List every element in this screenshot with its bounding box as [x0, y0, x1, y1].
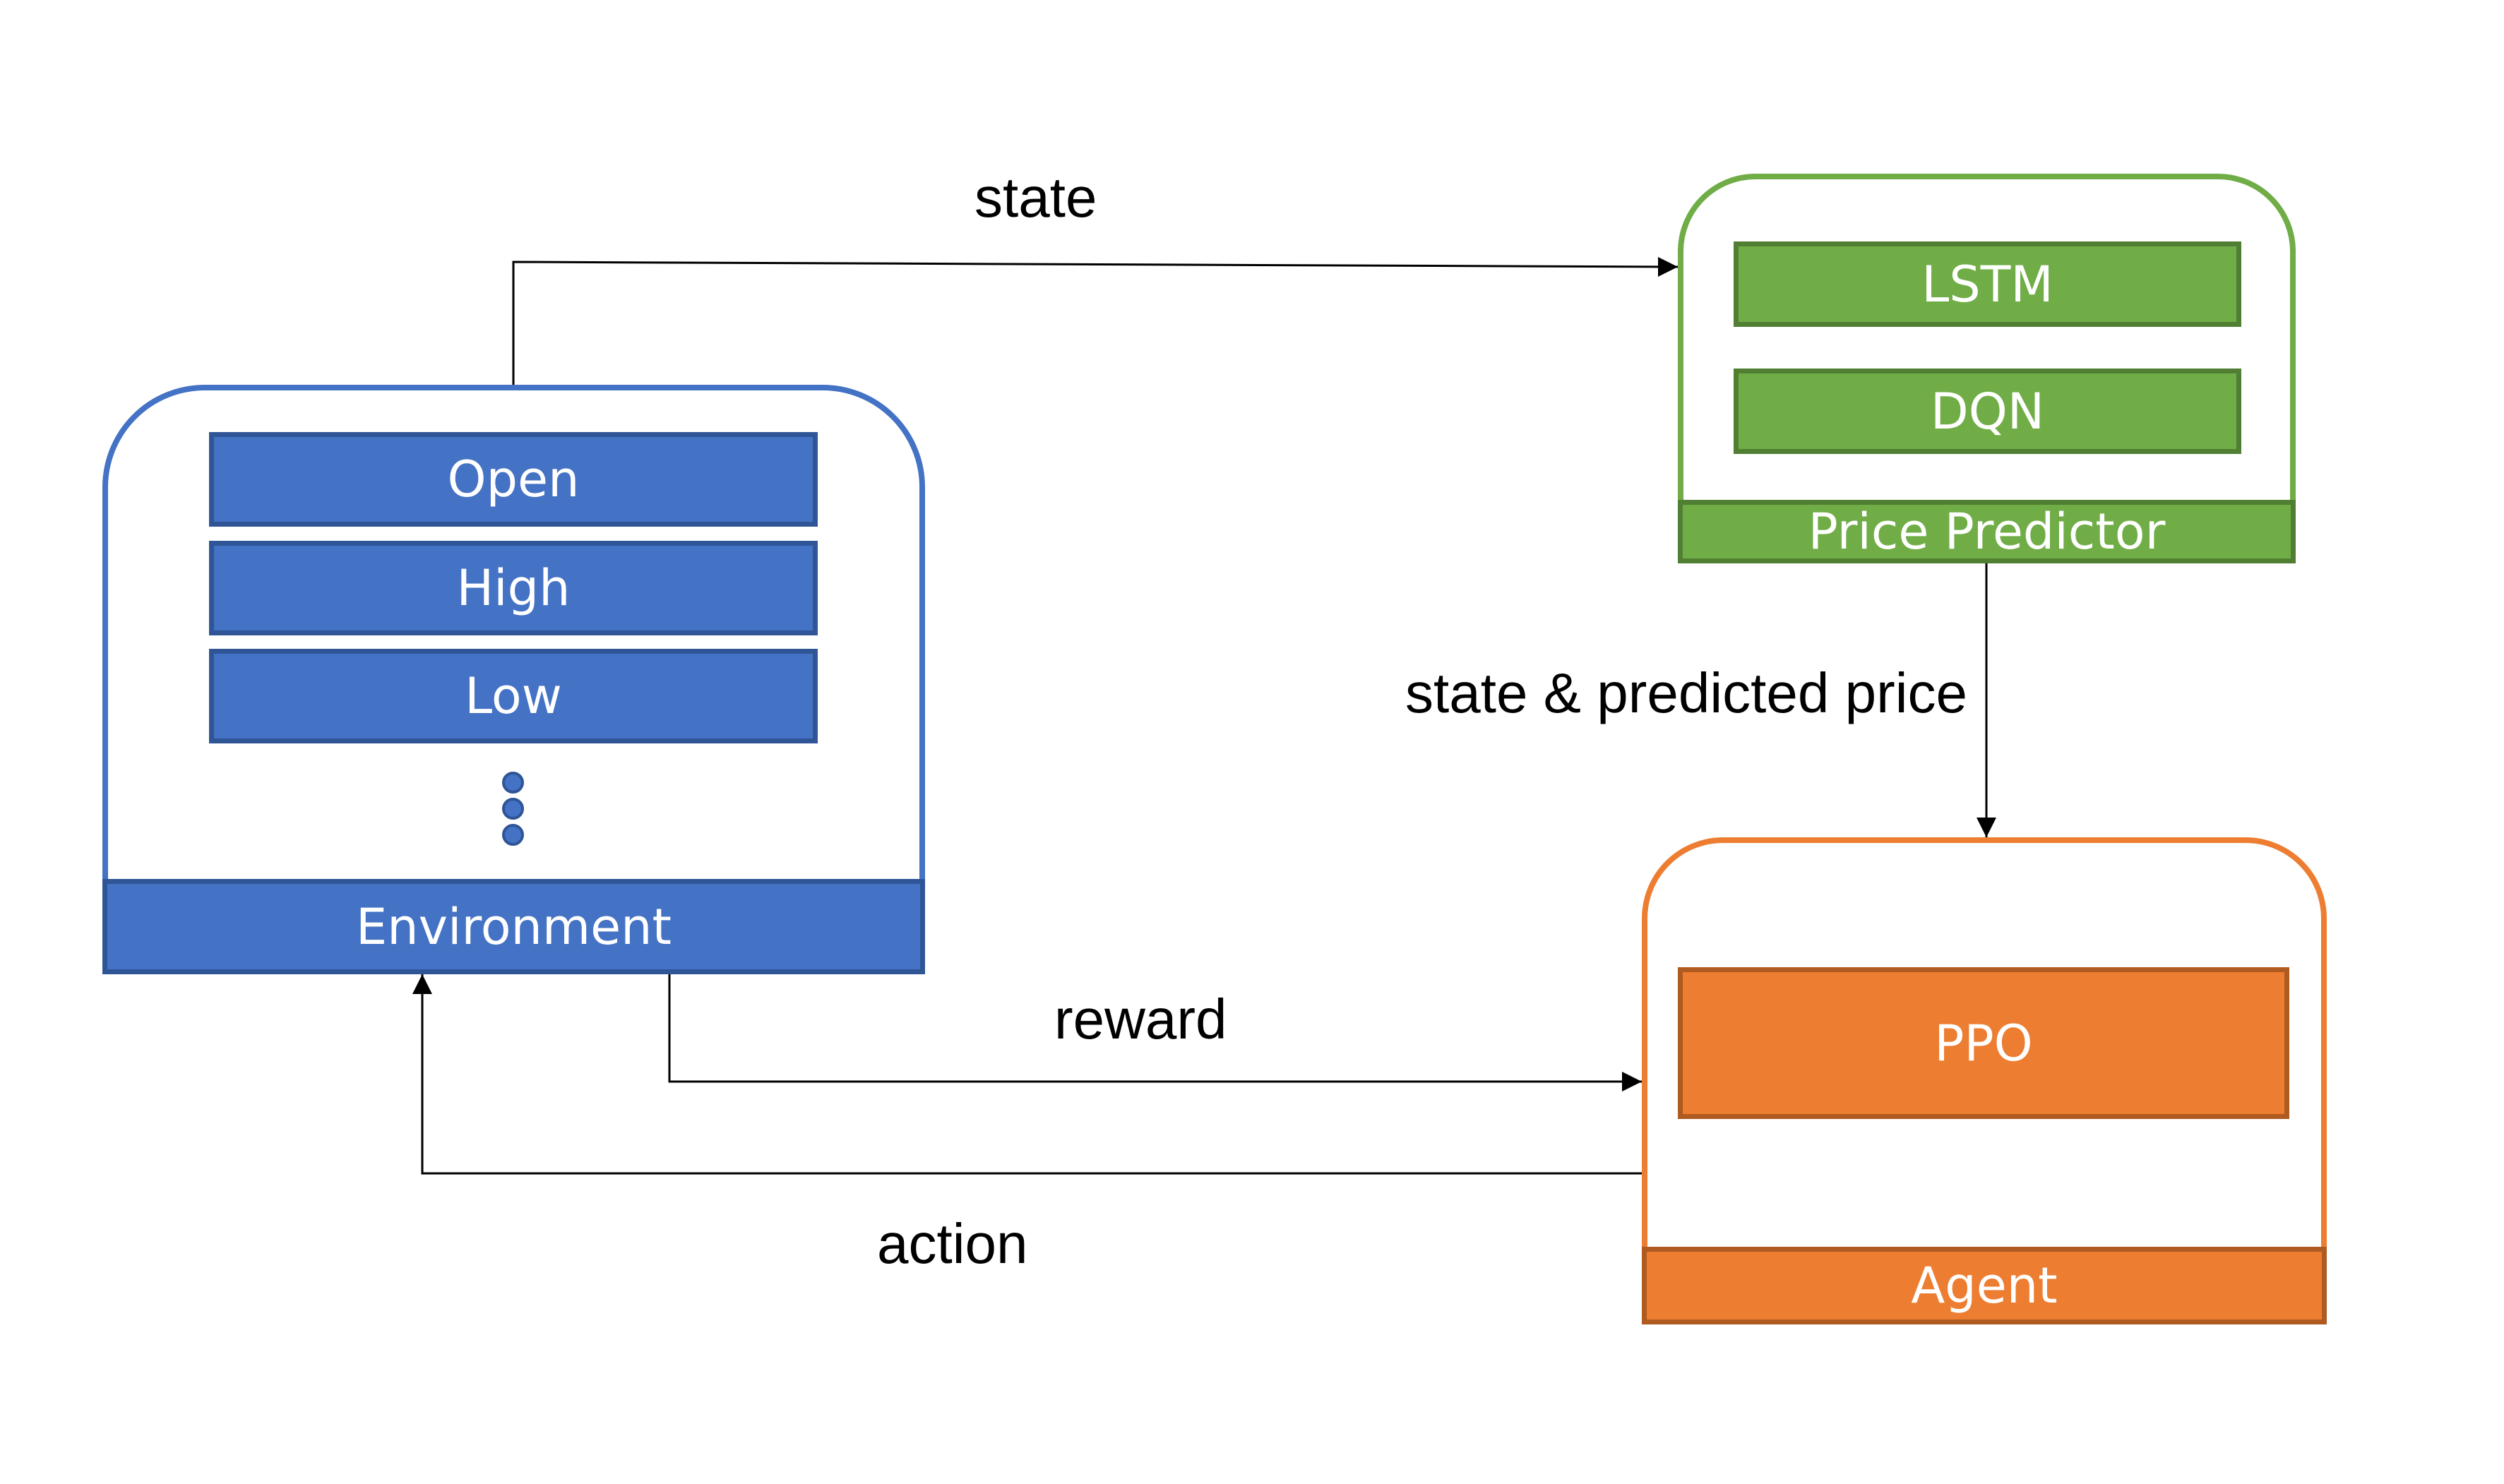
feature-open: Open	[209, 432, 818, 527]
state-arrow	[512, 257, 1679, 385]
ellipsis-dot	[502, 798, 524, 820]
ellipsis-dot	[502, 824, 524, 846]
feature-high: High	[209, 541, 818, 635]
state-predicted-price-arrow	[1977, 562, 1996, 837]
model-dqn: DQN	[1734, 369, 2241, 454]
environment-footer: Environment	[102, 879, 925, 974]
model-lstm: LSTM	[1734, 241, 2241, 327]
reward-label: reward	[1054, 988, 1227, 1051]
model-ppo: PPO	[1678, 967, 2289, 1119]
action-arrow	[412, 974, 1642, 1175]
price-predictor-footer: Price Predictor	[1678, 500, 2296, 563]
reward-arrow	[668, 974, 1642, 1091]
state-label: state	[974, 166, 1097, 229]
agent-footer: Agent	[1642, 1247, 2327, 1324]
price-predictor-panel	[1678, 174, 2296, 562]
action-label: action	[877, 1212, 1028, 1275]
feature-low: Low	[209, 649, 818, 743]
state-predicted-price-label: state & predicted price	[1405, 662, 1967, 724]
ellipsis-dot	[502, 772, 524, 794]
